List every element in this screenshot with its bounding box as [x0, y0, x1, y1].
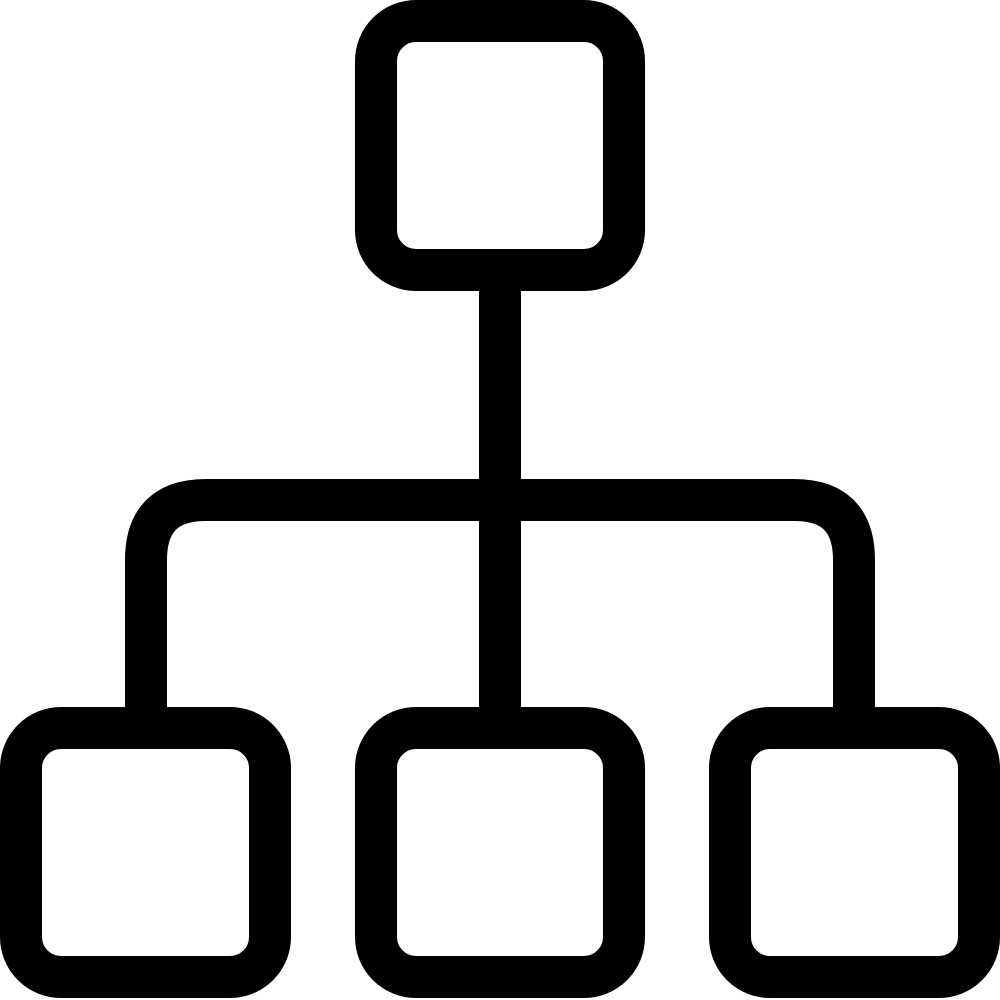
child-node-left — [0, 707, 291, 998]
stock-id-label: 700243261 — [6, 795, 23, 880]
child-node-center — [355, 707, 645, 998]
root-node — [355, 0, 645, 291]
branch-connector — [125, 479, 875, 728]
child-node-right — [709, 707, 1000, 998]
